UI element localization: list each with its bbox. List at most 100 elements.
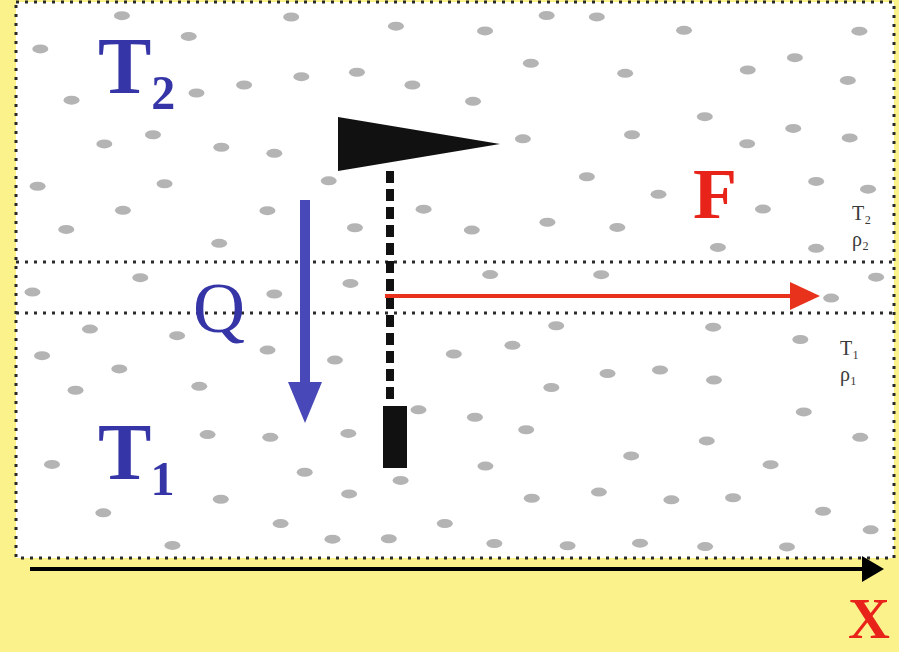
- temperature-label: T₂: [98, 26, 175, 106]
- gas-particle: [706, 376, 722, 385]
- gas-particle: [327, 356, 343, 365]
- gas-particle: [340, 429, 356, 438]
- gas-particle: [591, 488, 607, 497]
- gas-particle: [697, 112, 713, 121]
- gas-particle: [725, 493, 741, 502]
- temperature-label: T₂: [852, 203, 871, 223]
- gas-particle: [851, 27, 867, 36]
- gas-particle: [663, 495, 679, 504]
- heat-flow-arrow: [300, 200, 310, 385]
- gas-particle: [755, 205, 771, 214]
- region-boundary: [16, 312, 894, 315]
- gas-particle: [504, 341, 520, 350]
- gas-particle: [579, 172, 595, 181]
- gas-particle: [763, 460, 779, 469]
- gas-particle: [347, 223, 363, 232]
- gas-particle: [283, 13, 299, 22]
- gas-particle: [840, 76, 856, 85]
- heat-flow-head: [288, 382, 322, 423]
- gas-particle: [211, 239, 227, 248]
- gas-particle: [132, 273, 148, 282]
- gas-particle: [446, 350, 462, 359]
- heat-label: Q: [193, 272, 245, 344]
- gas-box: [16, 2, 894, 558]
- gas-particle: [842, 133, 858, 142]
- gas-particle: [863, 525, 879, 534]
- gas-particle: [191, 382, 207, 391]
- gas-particle: [651, 190, 667, 199]
- gas-particle: [115, 206, 131, 215]
- gas-particle: [24, 288, 40, 297]
- gas-particle: [404, 81, 420, 90]
- axle: [386, 171, 394, 405]
- gas-particle: [796, 407, 812, 416]
- gas-particle: [697, 542, 713, 551]
- gas-particle: [852, 433, 868, 442]
- gas-particle: [543, 383, 559, 392]
- gas-particle: [589, 12, 605, 21]
- gas-particle: [349, 68, 365, 77]
- gas-particle: [868, 273, 884, 282]
- gas-particle: [321, 176, 337, 185]
- gas-particle: [524, 494, 540, 503]
- density-label: ρ₂: [852, 229, 869, 249]
- gas-particle: [341, 489, 357, 498]
- gas-particle: [388, 22, 404, 31]
- gas-particle: [632, 539, 648, 548]
- vane: [338, 117, 500, 171]
- gas-particle: [593, 270, 609, 279]
- gas-particle: [515, 134, 531, 143]
- gas-particle: [324, 535, 340, 544]
- gas-particle: [145, 130, 161, 139]
- gas-particle: [609, 223, 625, 232]
- gas-particle: [82, 325, 98, 334]
- gas-particle: [30, 182, 46, 191]
- gas-particle: [676, 26, 692, 35]
- force-head: [790, 282, 820, 310]
- gas-particle: [518, 425, 534, 434]
- gas-particle: [787, 53, 803, 62]
- force-label: F: [693, 158, 737, 230]
- gas-particle: [44, 460, 60, 469]
- gas-particle: [652, 365, 668, 374]
- gas-particle: [539, 218, 555, 227]
- gas-particle: [477, 462, 493, 471]
- gas-particle: [792, 335, 808, 344]
- gas-particle: [548, 321, 564, 330]
- gas-particle: [740, 65, 756, 74]
- gas-particle: [111, 364, 127, 373]
- gas-particle: [213, 495, 229, 504]
- gas-particle: [539, 11, 555, 20]
- x-axis-head: [862, 556, 884, 582]
- gas-particle: [482, 270, 498, 279]
- gas-particle: [95, 508, 111, 517]
- gas-particle: [410, 405, 426, 414]
- gas-particle: [477, 26, 493, 35]
- ratchet-block: [383, 406, 407, 468]
- gas-particle: [808, 177, 824, 186]
- gas-particle: [114, 11, 130, 20]
- gas-particle: [710, 243, 726, 252]
- region-boundary: [16, 261, 894, 264]
- gas-particle: [169, 331, 185, 340]
- gas-particle: [623, 451, 639, 460]
- gas-particle: [560, 541, 576, 550]
- gas-particle: [739, 139, 755, 148]
- gas-particle: [416, 205, 432, 214]
- gas-particle: [464, 226, 480, 235]
- gas-particle: [815, 507, 831, 516]
- gas-particle: [181, 32, 197, 41]
- density-label: ρ₁: [840, 364, 857, 384]
- gas-particle: [523, 59, 539, 68]
- gas-particle: [293, 72, 309, 81]
- gas-particle: [157, 179, 173, 188]
- gas-particle: [860, 185, 876, 194]
- gas-particle: [705, 323, 721, 332]
- gas-particle: [164, 541, 180, 550]
- axis-label: X: [848, 590, 890, 648]
- x-axis: [30, 567, 866, 571]
- gas-particle: [236, 80, 252, 89]
- gas-particle: [342, 279, 358, 288]
- force-arrow: [385, 294, 795, 298]
- gas-particle: [262, 433, 278, 442]
